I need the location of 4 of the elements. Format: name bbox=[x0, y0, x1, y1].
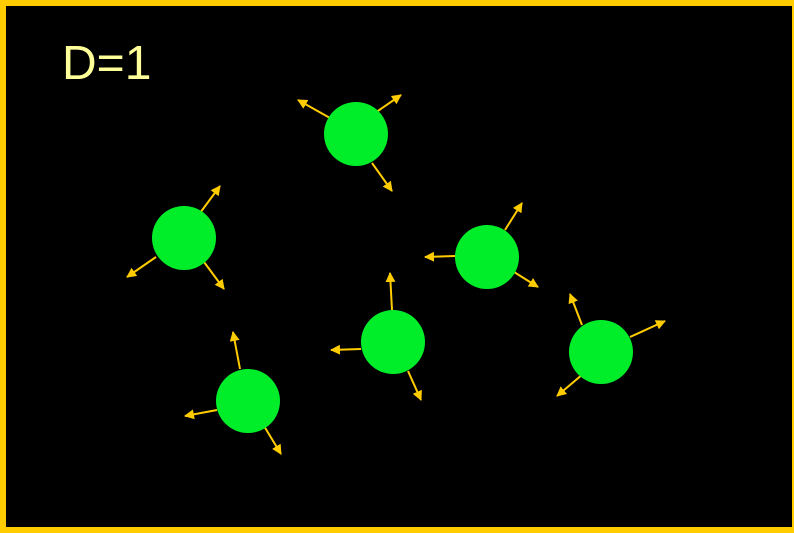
particle-circle bbox=[569, 320, 633, 384]
particle-circle bbox=[324, 102, 388, 166]
parameter-label: D=1 bbox=[62, 40, 152, 88]
particle-circle bbox=[152, 206, 216, 270]
